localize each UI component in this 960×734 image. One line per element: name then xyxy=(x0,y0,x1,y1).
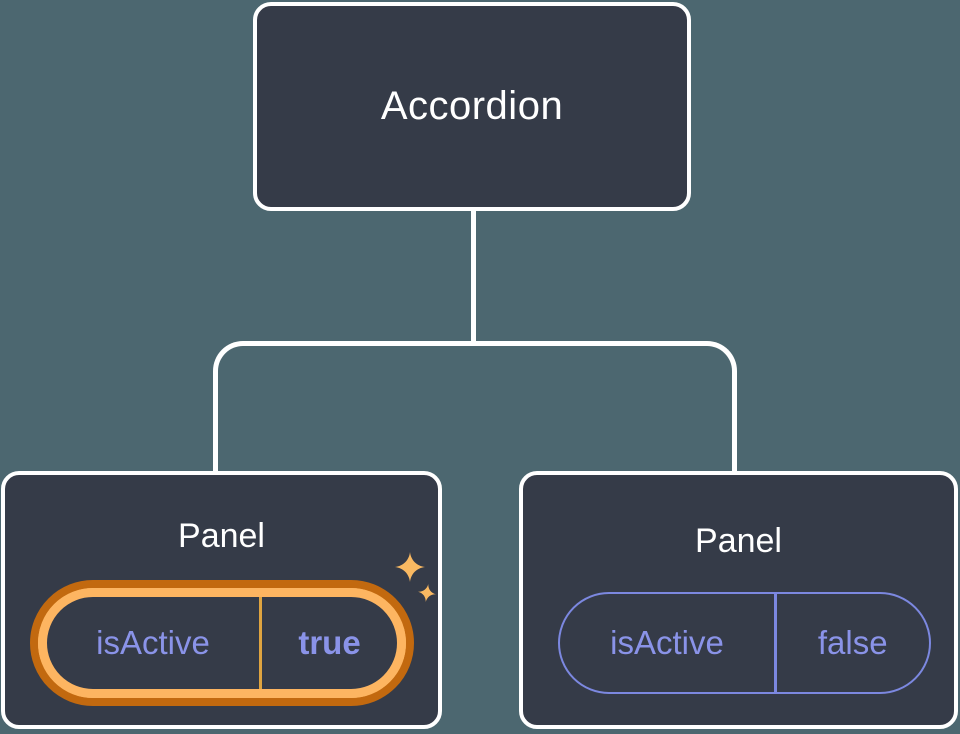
connector-bracket xyxy=(213,341,737,471)
prop-pill-active: isActive true xyxy=(30,580,414,706)
prop-value: false xyxy=(817,624,888,661)
panel-node-inactive: Panel isActive false xyxy=(519,471,958,729)
prop-value: true xyxy=(298,624,361,661)
panel-node-active: Panel isActive true xyxy=(1,471,442,729)
panel-label: Panel xyxy=(178,517,265,555)
connector-stem xyxy=(471,210,476,344)
prop-divider xyxy=(259,597,262,689)
prop-name: isActive xyxy=(96,624,210,661)
sparkles-icon xyxy=(395,552,436,602)
accordion-node: Accordion xyxy=(253,2,691,211)
prop-pill-inactive: isActive false xyxy=(558,592,931,694)
panel-label: Panel xyxy=(695,522,782,560)
prop-name: isActive xyxy=(610,624,724,661)
prop-divider xyxy=(774,594,777,692)
accordion-node-label: Accordion xyxy=(380,84,564,128)
